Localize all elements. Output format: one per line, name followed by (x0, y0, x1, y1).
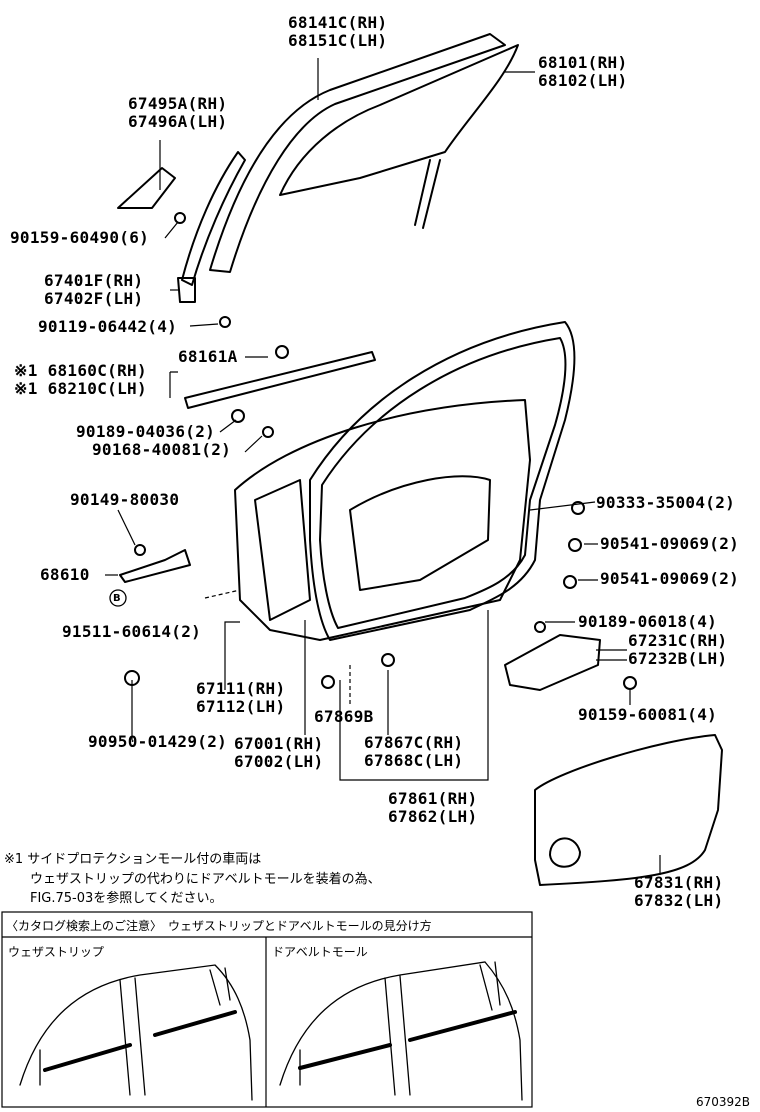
part-number: 67832(LH) (634, 891, 724, 910)
label-67401f: 67401F(RH) 67402F(LH) (44, 272, 143, 308)
label-67231c: 67231C(RH) 67232B(LH) (628, 632, 727, 668)
label-68161a: 68161A (178, 347, 238, 366)
part-number: 67231C(RH) (628, 631, 728, 650)
part-number: 67868C(LH) (364, 751, 464, 770)
label-90333-35004: 90333-35004(2) (596, 493, 736, 512)
part-number: 67831(RH) (634, 873, 724, 892)
door-weatherstrip (309, 321, 576, 641)
label-68160c: ※1 68160C(RH) ※1 68210C(LH) (14, 362, 147, 398)
label-90159-60490: 90159-60490(6) (10, 228, 150, 247)
label-67869b: 67869B (314, 707, 374, 726)
part-number: ※1 68210C(LH) (14, 379, 147, 398)
label-67001: 67001(RH) 67002(LH) (234, 735, 323, 771)
circle-b-label: B (113, 593, 121, 604)
part-number: 67001(RH) (234, 734, 324, 753)
corner-piece (117, 167, 176, 209)
part-number: 68141C(RH) (288, 13, 388, 32)
lock-bracket (504, 634, 601, 691)
label-90541-09069-a: 90541-09069(2) (600, 534, 740, 553)
part-number: 68101(RH) (538, 53, 628, 72)
part-number: 67402F(LH) (44, 289, 144, 308)
label-68141c: 68141C(RH) 68151C(LH) (288, 14, 387, 50)
weatherstrip-mark (43, 1043, 132, 1072)
belt-moulding-mark (298, 1043, 392, 1070)
panel-header: 〈カタログ検索上のご注意〉 ウェザストリップとドアベルトモールの見分け方 (6, 919, 432, 933)
part-number: 67861(RH) (388, 789, 478, 808)
part-number: 68102(LH) (538, 71, 628, 90)
label-67831: 67831(RH) 67832(LH) (634, 874, 723, 910)
label-90159-60081: 90159-60081(4) (578, 705, 718, 724)
label-67861: 67861(RH) 67862(LH) (388, 790, 477, 826)
part-number: 67496A(LH) (128, 112, 228, 131)
label-90168-40081: 90168-40081(2) (92, 440, 232, 459)
panel-left-title: ウェザストリップ (8, 945, 104, 959)
division-bar (181, 151, 246, 286)
door-panel (234, 399, 531, 641)
note-line-2: ウェザストリップの代わりにドアベルトモールを装着の為、 (30, 872, 381, 887)
label-68610: 68610 (40, 565, 90, 584)
door-check (119, 549, 191, 583)
note-line-3: FIG.75-03を参照してください。 (30, 891, 223, 906)
label-67495a: 67495A(RH) 67496A(LH) (128, 95, 227, 131)
glass-run-channel (209, 33, 506, 273)
part-number: ※1 68160C(RH) (14, 361, 147, 380)
part-number: 67862(LH) (388, 807, 478, 826)
label-90189-06018: 90189-06018(4) (578, 612, 718, 631)
part-number: 67867C(RH) (364, 733, 464, 752)
note-line-1: ※1 サイドプロテクションモール付の車両は (4, 852, 262, 867)
label-67867c: 67867C(RH) 67868C(LH) (364, 734, 463, 770)
panel-right-title: ドアベルトモール (272, 945, 368, 959)
label-90149-80030: 90149-80030 (70, 490, 180, 509)
label-90189-04036: 90189-04036(2) (76, 422, 216, 441)
figure-code: 670392B (696, 1095, 751, 1109)
label-90950-01429: 90950-01429(2) (88, 732, 228, 751)
belt-weatherstrip (184, 351, 376, 409)
label-90541-09069-b: 90541-09069(2) (600, 569, 740, 588)
label-67111: 67111(RH) 67112(LH) (196, 680, 285, 716)
part-number: 68151C(LH) (288, 31, 388, 50)
door-trim (534, 734, 723, 886)
label-90119-06442: 90119-06442(4) (38, 317, 178, 336)
door-glass (279, 44, 519, 196)
part-number: 67002(LH) (234, 752, 324, 771)
part-number: 67112(LH) (196, 697, 286, 716)
part-number: 67401F(RH) (44, 271, 144, 290)
label-68101: 68101(RH) 68102(LH) (538, 54, 627, 90)
label-91511-60614: 91511-60614(2) (62, 622, 202, 641)
part-number: 67232B(LH) (628, 649, 728, 668)
part-number: 67111(RH) (196, 679, 286, 698)
part-number: 67495A(RH) (128, 94, 228, 113)
